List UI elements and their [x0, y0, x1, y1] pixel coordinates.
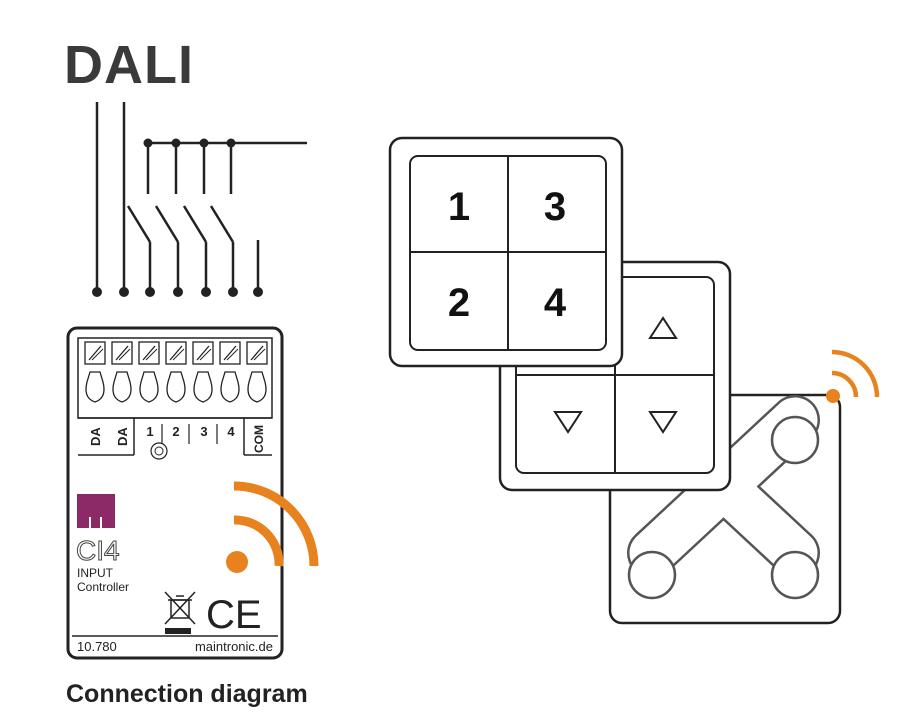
terminal-label-2: 2	[172, 424, 179, 439]
terminal-label-3: 3	[200, 424, 207, 439]
key-2: 2	[448, 281, 470, 325]
terminal-screw	[246, 341, 268, 403]
input-module: DA DA 1 2 3 4 COM CI4 INPUT Controller	[66, 326, 319, 660]
brand-mark: CI4	[76, 535, 120, 566]
terminal-screw	[138, 341, 160, 403]
weee-bin-icon	[164, 591, 196, 634]
diagram-title: DALI	[64, 35, 194, 95]
ce-mark-icon: CE	[206, 593, 262, 637]
logo-icon	[77, 494, 115, 528]
number-keypad: 1 3 2 4	[388, 136, 624, 368]
terminal-label-com: COM	[252, 425, 266, 453]
terminal-screw	[165, 341, 187, 403]
wireless-signal-icon	[826, 349, 880, 403]
terminal-label-da1: DA	[88, 427, 103, 446]
key-4: 4	[544, 281, 567, 325]
terminal-screw	[192, 341, 214, 403]
key-3: 3	[544, 185, 566, 229]
terminal-screw	[111, 341, 133, 403]
module-type-line2: Controller	[77, 580, 129, 594]
rotary-switch-icon	[150, 442, 168, 460]
terminal-label-4: 4	[227, 424, 235, 439]
down-arrow-icon	[648, 411, 678, 434]
diagram-caption: Connection diagram	[66, 680, 308, 708]
terminal-label-da2: DA	[115, 427, 130, 446]
terminal-block-row	[84, 341, 268, 403]
module-type-line1: INPUT	[77, 566, 114, 580]
website: maintronic.de	[195, 639, 273, 654]
up-arrow-icon	[648, 316, 678, 339]
part-number: 10.780	[77, 639, 117, 654]
wiring	[95, 102, 307, 292]
key-1: 1	[448, 185, 470, 229]
wiring-junction-dots	[92, 138, 263, 297]
wireless-signal-icon	[226, 481, 319, 573]
down-arrow-icon	[553, 411, 583, 434]
terminal-label-1: 1	[146, 424, 153, 439]
terminal-screw	[219, 341, 241, 403]
terminal-screw	[84, 341, 106, 403]
